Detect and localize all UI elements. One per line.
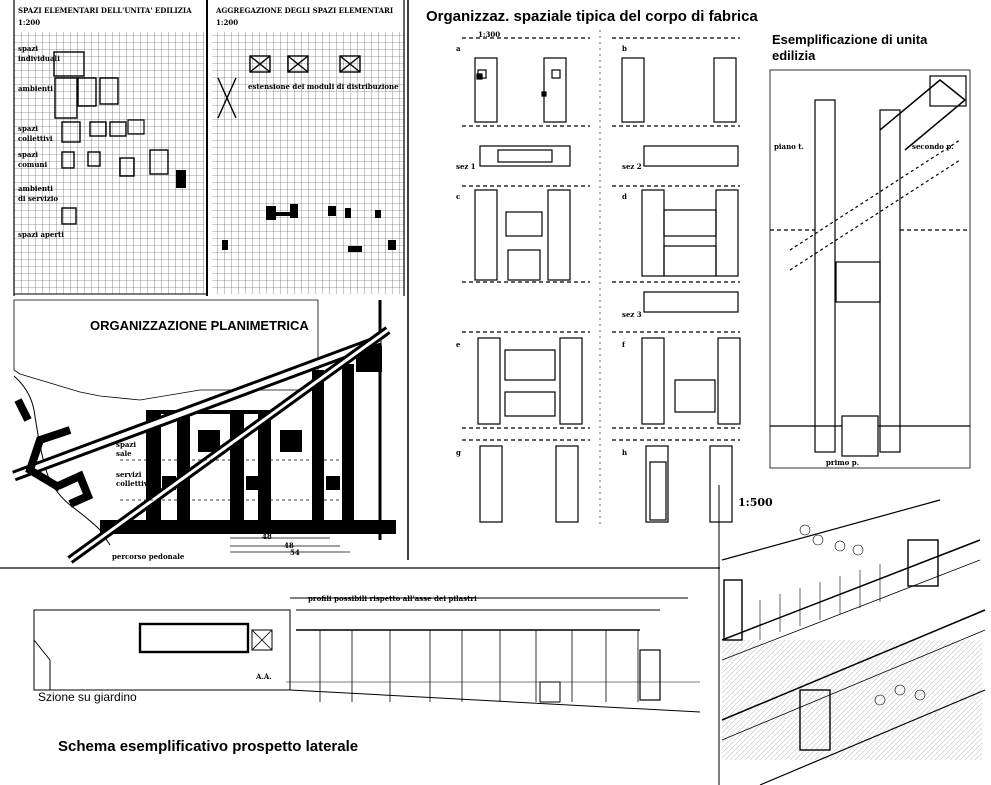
axonometric-scale: 1:500 <box>738 496 773 509</box>
grid-right-scale: 1:200 <box>216 18 239 27</box>
grid-panel-right <box>212 0 405 296</box>
unit-variant-label: f <box>622 340 626 349</box>
plan-dimension: 48 <box>262 532 272 541</box>
plan-note: servizi <box>116 470 142 479</box>
row-label: spazi <box>18 124 39 133</box>
tall-plan-label: secondo p. <box>912 142 954 151</box>
title-organizzazione-planimetrica: ORGANIZZAZIONE PLANIMETRICA <box>90 318 309 333</box>
tall-plan-label: piano t. <box>774 142 804 151</box>
plan-dimension: 54 <box>290 548 300 557</box>
elevation-annotation: A.A. <box>256 672 272 681</box>
row-label: comuni <box>18 160 48 169</box>
unit-variant-label: a <box>456 44 461 53</box>
row-label: spazi aperti <box>18 230 64 239</box>
plan-note: spazi <box>116 440 137 449</box>
title-organizzazione-spaziale: Organizzaz. spaziale tipica del corpo di… <box>426 8 758 25</box>
unit-section-label: sez 3 <box>622 310 642 319</box>
row-label: ambienti <box>18 184 53 193</box>
row-label: spazi <box>18 44 39 53</box>
grid-panel-left <box>13 0 208 296</box>
axonometric-view <box>721 499 986 785</box>
unit-variant-label: d <box>622 192 627 201</box>
unit-variant-label: b <box>622 44 627 53</box>
grid-left-scale: 1:200 <box>18 18 41 27</box>
title-esemplificazione-line1: Esemplificazione di unita <box>772 32 928 47</box>
row-label: di servizio <box>18 194 59 203</box>
row-label: collettivi <box>18 134 53 143</box>
unit-section-label: sez 1 <box>456 162 476 171</box>
plan-note: sale <box>116 449 132 458</box>
unit-plans <box>462 30 741 528</box>
plan-percorso-label: percorso pedonale <box>112 552 185 561</box>
unit-variant-label: e <box>456 340 461 349</box>
site-plan <box>12 299 409 564</box>
title-esemplificazione-line2: edilizia <box>772 48 816 63</box>
unit-plan-scale: 1:300 <box>478 30 501 39</box>
row-label: ambienti <box>18 84 53 93</box>
grid-right-caption: estensione dei moduli di distribuzione <box>248 82 399 91</box>
unit-section-label: sez 2 <box>622 162 642 171</box>
tall-plan <box>769 69 971 469</box>
unit-variant-label: h <box>622 448 628 457</box>
row-label: individuali <box>18 54 60 63</box>
elevation-top-note: profili possibili rispetto all'asse dei … <box>308 594 477 603</box>
row-label: spazi <box>18 150 39 159</box>
unit-variant-label: g <box>456 448 461 457</box>
caption-schema-prospetto: Schema esemplificativo prospetto lateral… <box>58 738 359 755</box>
tall-plan-label: primo p. <box>826 458 860 467</box>
elevation <box>33 597 701 713</box>
caption-sezione-giardino: Szione su giardino <box>38 690 137 704</box>
grid-left-header: SPAZI ELEMENTARI DELL'UNITA' EDILIZIA <box>18 6 192 15</box>
unit-variant-label: c <box>456 192 461 201</box>
plan-dimension: 48 <box>284 541 294 550</box>
plan-note: collettivi <box>116 479 151 488</box>
grid-right-header: AGGREGAZIONE DEGLI SPAZI ELEMENTARI <box>216 6 394 15</box>
